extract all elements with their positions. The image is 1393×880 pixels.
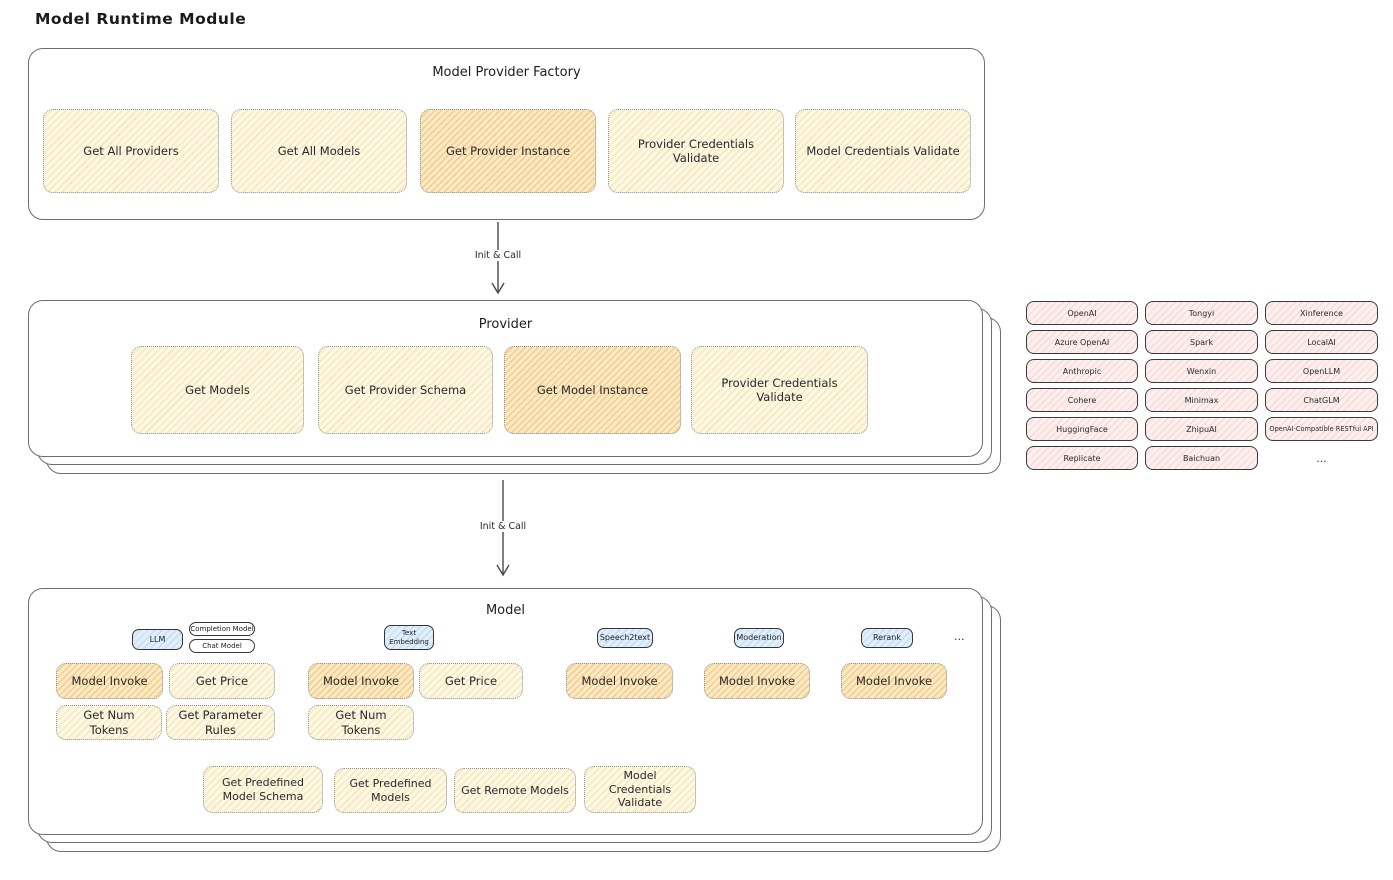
provider-box: Provider Get Models Get Provider Schema … <box>28 300 983 457</box>
factory-method-get-all-models: Get All Models <box>231 109 407 193</box>
embedding-model-invoke: Model Invoke <box>308 663 414 699</box>
factory-method-provider-credentials-validate: Provider Credentials Validate <box>608 109 784 193</box>
tab-completion-model: Completion Model <box>189 622 255 636</box>
provider-item-cohere: Cohere <box>1026 388 1138 412</box>
provider-item-wenxin: Wenxin <box>1145 359 1258 383</box>
llm-get-num-tokens: Get Num Tokens <box>56 705 162 740</box>
provider-item-localai: LocalAI <box>1265 330 1378 354</box>
page-title: Model Runtime Module <box>35 10 247 28</box>
factory-method-get-all-providers: Get All Providers <box>43 109 219 193</box>
provider-method-provider-credentials-validate: Provider Credentials Validate <box>691 346 868 434</box>
arrow-label-init-call-2: Init & Call <box>475 521 531 532</box>
moderation-model-invoke: Model Invoke <box>704 663 810 699</box>
model-box: Model LLM Completion Model Chat Model Te… <box>28 588 983 835</box>
provider-method-get-models: Get Models <box>131 346 304 434</box>
embedding-get-price: Get Price <box>419 663 523 699</box>
factory-method-get-provider-instance: Get Provider Instance <box>420 109 596 193</box>
tab-speech2text: Speech2text <box>597 628 653 648</box>
provider-item-xinference: Xinference <box>1265 301 1378 325</box>
provider-item-baichuan: Baichuan <box>1145 446 1258 470</box>
model-credentials-validate: Model Credentials Validate <box>584 766 696 813</box>
llm-get-price: Get Price <box>169 663 275 699</box>
provider-item-azure-openai: Azure OpenAI <box>1026 330 1138 354</box>
provider-item-openai-compatible-restful-api: OpenAI-Compatible RESTful API <box>1265 417 1378 441</box>
provider-item-openllm: OpenLLM <box>1265 359 1378 383</box>
provider-item-huggingface: HuggingFace <box>1026 417 1138 441</box>
arrow-label-init-call-1: Init & Call <box>470 250 526 261</box>
factory-method-model-credentials-validate: Model Credentials Validate <box>795 109 971 193</box>
model-get-predefined-model-schema: Get Predefined Model Schema <box>203 766 323 813</box>
provider-item-minimax: Minimax <box>1145 388 1258 412</box>
llm-model-invoke: Model Invoke <box>56 663 163 699</box>
embedding-get-num-tokens: Get Num Tokens <box>308 705 414 740</box>
tab-llm: LLM <box>132 629 183 650</box>
provider-method-get-provider-schema: Get Provider Schema <box>318 346 493 434</box>
model-get-remote-models: Get Remote Models <box>454 768 576 813</box>
provider-item-replicate: Replicate <box>1026 446 1138 470</box>
provider-item-zhipuai: ZhipuAI <box>1145 417 1258 441</box>
factory-box: Model Provider Factory Get All Providers… <box>28 48 985 220</box>
model-get-predefined-models: Get Predefined Models <box>334 768 447 813</box>
provider-item-tongyi: Tongyi <box>1145 301 1258 325</box>
tab-text-embedding: Text Embedding <box>384 625 434 650</box>
tab-moderation: Moderation <box>734 628 784 648</box>
provider-method-get-model-instance: Get Model Instance <box>504 346 681 434</box>
provider-title: Provider <box>478 317 533 332</box>
factory-title: Model Provider Factory <box>432 65 581 80</box>
tab-chat-model: Chat Model <box>189 639 255 653</box>
tab-rerank: Rerank <box>861 628 913 648</box>
provider-item-chatglm: ChatGLM <box>1265 388 1378 412</box>
llm-get-parameter-rules: Get Parameter Rules <box>166 705 275 740</box>
provider-item-openai: OpenAI <box>1026 301 1138 325</box>
provider-item-spark: Spark <box>1145 330 1258 354</box>
provider-item-anthropic: Anthropic <box>1026 359 1138 383</box>
model-title: Model <box>485 603 526 618</box>
providers-ellipsis: ... <box>1316 451 1327 465</box>
rerank-model-invoke: Model Invoke <box>841 663 947 699</box>
providers-grid: OpenAI Tongyi Xinference Azure OpenAI Sp… <box>1026 301 1378 470</box>
model-tabs-ellipsis: ... <box>954 630 965 643</box>
speech2text-model-invoke: Model Invoke <box>566 663 673 699</box>
